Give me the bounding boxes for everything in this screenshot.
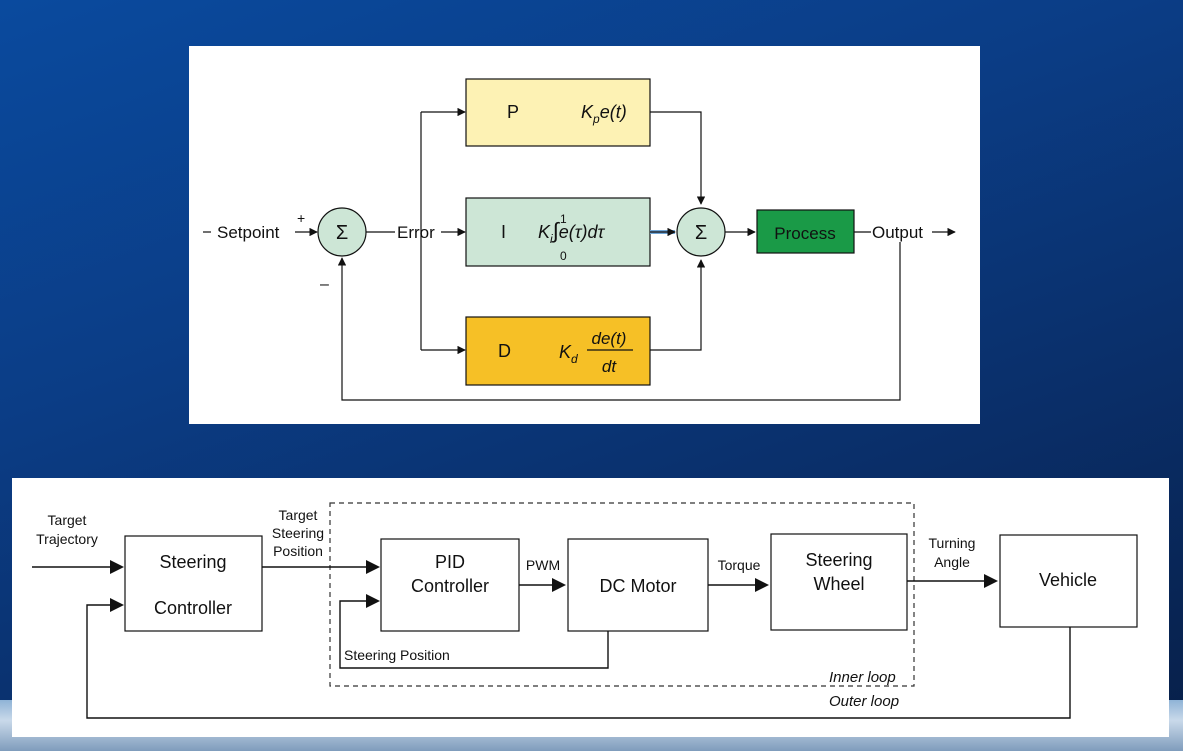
- process-label: Process: [774, 224, 835, 243]
- pid-to-motor-arrowhead: [552, 578, 566, 592]
- turning-angle-line-1: Turning: [929, 535, 976, 551]
- steering-position-feedback-label: Steering Position: [344, 647, 450, 663]
- pid-controller-line-1: PID: [435, 552, 465, 572]
- sum-symbol-2: Σ: [695, 222, 707, 244]
- setpoint-label: Setpoint: [217, 223, 280, 242]
- vehicle-block: [999, 534, 1138, 628]
- p-block: [465, 78, 651, 147]
- steering-diagram-panel: Inner loop Outer loop Target Trajectory …: [12, 478, 1169, 737]
- pid-diagram: Setpoint + – Σ Error P Kpe(t) I Ki∫e(τ)d…: [203, 78, 956, 401]
- pwm-label: PWM: [526, 557, 560, 573]
- d-block: [465, 316, 651, 386]
- inner-feedback-arrowhead: [366, 594, 380, 608]
- p-block-letter: P: [507, 102, 519, 122]
- inner-feedback-line: [339, 600, 609, 669]
- feedback-loop-arrow: [337, 242, 901, 401]
- d-block-numerator: de(t): [592, 329, 627, 348]
- d-to-sum-arrow: [650, 259, 706, 351]
- p-to-sum-arrow: [650, 111, 706, 205]
- steering-controller-line-2: Controller: [154, 598, 232, 618]
- error-label: Error: [397, 223, 435, 242]
- steering-wheel-block: [770, 533, 908, 631]
- process-block: [756, 209, 855, 254]
- sum-symbol-1: Σ: [336, 222, 348, 244]
- controller-to-pid-arrowhead: [366, 560, 380, 574]
- pid-controller-block: [380, 538, 520, 632]
- target-trajectory-arrowhead: [110, 560, 124, 574]
- steering-controller-block: [124, 535, 263, 632]
- steering-diagram: Inner loop Outer loop Target Trajectory …: [32, 502, 1138, 719]
- motor-to-wheel-arrowhead: [755, 578, 769, 592]
- inner-loop-box: [329, 502, 915, 687]
- target-trajectory-line-1: Target: [48, 512, 87, 528]
- d-block-letter: D: [498, 341, 511, 361]
- steering-wheel-line-2: Wheel: [813, 574, 864, 594]
- wheel-to-vehicle-arrowhead: [984, 574, 998, 588]
- steering-wheel-line-1: Steering: [805, 550, 872, 570]
- target-steering-position-line-2: Steering: [272, 525, 324, 541]
- torque-label: Torque: [718, 557, 761, 573]
- i-block-letter: I: [501, 222, 506, 242]
- steering-controller-line-1: Steering: [159, 552, 226, 572]
- target-steering-position-line-1: Target: [279, 507, 318, 523]
- output-label: Output: [872, 223, 923, 242]
- inner-loop-label: Inner loop: [829, 669, 896, 686]
- target-trajectory-line-2: Trajectory: [36, 531, 98, 547]
- dc-motor-block: [567, 538, 709, 632]
- turning-angle-line-2: Angle: [934, 554, 970, 570]
- vehicle-label: Vehicle: [1039, 570, 1097, 590]
- pid-controller-line-2: Controller: [411, 576, 489, 596]
- i-block-upper-limit: 1: [560, 212, 567, 226]
- outer-feedback-arrowhead: [110, 598, 124, 612]
- i-block: [465, 197, 651, 267]
- pid-diagram-panel: Setpoint + – Σ Error P Kpe(t) I Ki∫e(τ)d…: [189, 46, 980, 424]
- outer-feedback-line: [86, 604, 1071, 719]
- outer-loop-label: Outer loop: [829, 693, 899, 710]
- plus-sign: +: [297, 210, 305, 226]
- i-block-lower-limit: 0: [560, 249, 567, 263]
- i-block-formula: Ki∫e(τ)dτ: [538, 218, 605, 246]
- target-steering-position-line-3: Position: [273, 543, 323, 559]
- d-block-denominator: dt: [602, 357, 617, 376]
- minus-sign: –: [320, 276, 329, 293]
- dc-motor-label: DC Motor: [599, 576, 676, 596]
